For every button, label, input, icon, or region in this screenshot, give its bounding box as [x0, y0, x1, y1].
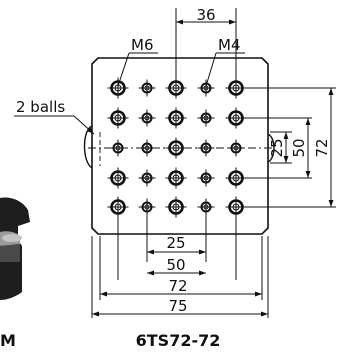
- m6-hole: [107, 167, 129, 189]
- m6-hole: [165, 167, 187, 189]
- hole-grid: [107, 77, 247, 218]
- m4-hole: [138, 109, 156, 127]
- m4-leader: [205, 52, 217, 87]
- left-cut-label: M: [0, 331, 16, 350]
- m4-hole: [197, 109, 215, 127]
- m4-hole: [197, 198, 215, 216]
- dim-h75-label: 75: [168, 297, 187, 315]
- balls-leader: [73, 115, 95, 135]
- left-ball-bump: [83, 125, 93, 169]
- m6-label: M6: [131, 36, 154, 54]
- m4-hole: [138, 139, 156, 157]
- dim-v25-label: 25: [268, 138, 286, 157]
- dim-v50-label: 50: [290, 138, 308, 157]
- m4-hole: [227, 139, 245, 157]
- m4-hole: [138, 169, 156, 187]
- m4-hole: [138, 198, 156, 216]
- dim-h50-label: 50: [166, 256, 185, 274]
- dim-36-label: 36: [196, 6, 215, 24]
- m6-hole: [165, 196, 187, 218]
- m4-hole: [197, 79, 215, 97]
- right-ball-bump: [267, 133, 275, 163]
- product-photo-fragment: [0, 197, 30, 300]
- m6-hole: [225, 167, 247, 189]
- m4-label: M4: [218, 36, 241, 54]
- m6-leader: [117, 52, 130, 87]
- bottom-dims: [91, 212, 269, 318]
- balls-label: 2 balls: [16, 98, 65, 116]
- m6-hole: [165, 137, 187, 159]
- m4-hole: [197, 139, 215, 157]
- m6-hole: [165, 107, 187, 129]
- model-title: 6TS72-72: [136, 331, 221, 350]
- m6-hole: [107, 196, 129, 218]
- dim-v72-label: 72: [313, 138, 331, 157]
- m4-hole: [197, 169, 215, 187]
- dim-h72-label: 72: [168, 277, 187, 295]
- m6-hole: [107, 107, 129, 129]
- right-dims: [240, 87, 336, 208]
- dim-36: [175, 8, 237, 84]
- m4-hole: [109, 139, 127, 157]
- dim-h25-label: 25: [166, 234, 185, 252]
- m4-hole: [138, 79, 156, 97]
